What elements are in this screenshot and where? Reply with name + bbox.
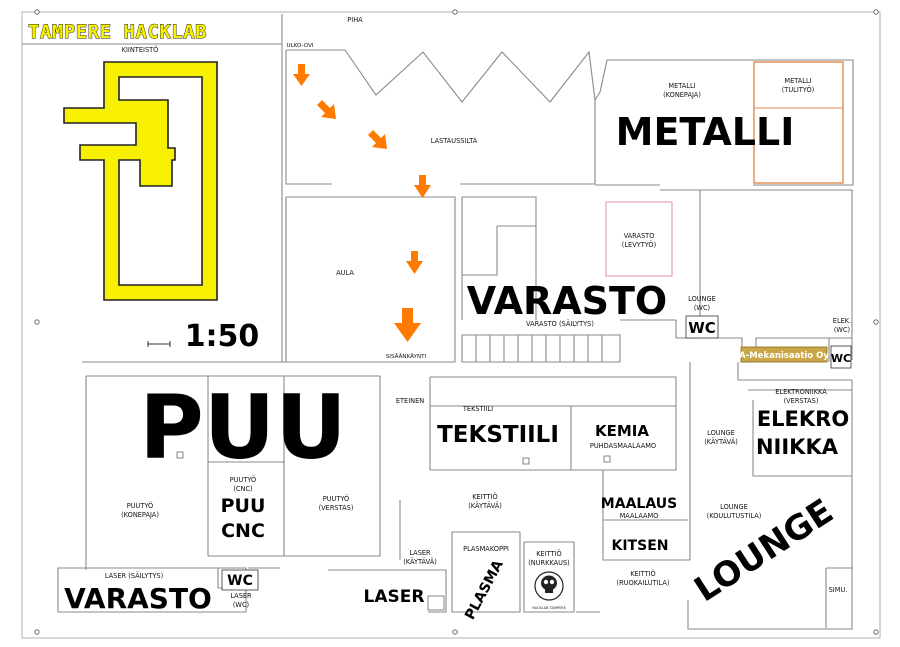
room-label: PUUTYÖ xyxy=(323,494,350,503)
tulityo-room-outline xyxy=(753,61,844,184)
room-label: MAALAAMO xyxy=(620,512,659,520)
arrow-down-icon xyxy=(406,251,423,274)
room-label: LASTAUSSILTA xyxy=(431,137,478,145)
levytyo-room-outline xyxy=(605,201,673,277)
fixture xyxy=(176,451,184,459)
room-label: (LEVYTYÖ) xyxy=(622,240,656,249)
room-label: (WC) xyxy=(233,601,249,609)
company-sign-text: A-Mekanisaatio Oy xyxy=(739,351,829,361)
room-label: KIINTEISTÖ xyxy=(122,45,159,54)
room-label: (KÄYTÄVÄ) xyxy=(704,437,738,446)
room-label: (KONEPAJA) xyxy=(663,91,701,99)
scale-bar-icon xyxy=(147,341,171,347)
room-label: (KÄYTÄVÄ) xyxy=(468,501,502,510)
big-label-varasto: VARASTO xyxy=(467,279,668,323)
room-label: VARASTO (SÄILYTYS) xyxy=(526,319,594,328)
room-label: ELEKTRONIIKKA xyxy=(775,388,827,396)
room-label: TEKSTIILI xyxy=(462,405,493,413)
room-label: AULA xyxy=(336,269,354,277)
fixture xyxy=(427,595,445,611)
big-label-laser: LASER xyxy=(364,587,425,607)
room-label: SIMU. xyxy=(829,586,848,594)
room-label: METALLI xyxy=(668,82,695,90)
wc-label: WC xyxy=(688,319,716,337)
arrow-down-icon xyxy=(394,308,421,342)
big-label-kitsen: KITSEN xyxy=(612,538,669,554)
room-label: KEITTIÖ xyxy=(630,569,656,578)
wc-badge-lounge: WC xyxy=(685,315,719,339)
room-label: ULKO-OVI xyxy=(286,43,313,49)
big-label-metalli: METALLI xyxy=(616,110,795,154)
room-label: ELEK. xyxy=(833,317,851,325)
registration-dots xyxy=(34,9,879,635)
arrow-down-icon xyxy=(293,64,310,86)
room-label: (WC) xyxy=(694,304,710,312)
walls xyxy=(22,14,854,630)
hacklab-logo-icon xyxy=(63,61,218,301)
big-label-niikka: NIIKKA xyxy=(756,435,839,459)
room-label: KEITTIÖ xyxy=(536,549,562,558)
room-label: PIHA xyxy=(347,16,363,24)
room-label: SISÄÄNKÄYNTI xyxy=(386,353,427,360)
room-label: KEITTIÖ xyxy=(472,492,498,501)
room-label: (KOULUTUSTILA) xyxy=(707,512,762,520)
room-label: LASER xyxy=(409,549,431,557)
room-label: (NURKKAUS) xyxy=(528,559,570,567)
wc-badge-elek: WC xyxy=(830,345,852,369)
room-label: LASER xyxy=(230,592,252,600)
big-room-labels: 1:50 METALLI VARASTO WC A-Mekanisaatio O… xyxy=(64,110,852,623)
fixture xyxy=(603,455,611,463)
big-label-elekro: ELEKRO xyxy=(757,407,849,431)
big-label-puu: PUU xyxy=(139,376,346,479)
big-label-puu-cnc: PUU xyxy=(221,495,266,517)
wc-badge-laser: WC xyxy=(221,569,259,591)
big-label-cnc: CNC xyxy=(221,520,265,542)
fixture xyxy=(522,457,530,465)
skull-logo-icon: HACKLAB TAMPERE xyxy=(532,571,566,610)
site-title: TAMPERE HACKLAB xyxy=(28,21,207,43)
room-label: VARASTO xyxy=(624,232,655,240)
room-labels: KIINTEISTÖ PIHA ULKO-OVI LASTAUSSILTA ME… xyxy=(105,16,851,609)
big-label-maalaus: MAALAUS xyxy=(601,496,677,512)
room-label: LOUNGE xyxy=(707,429,735,437)
wc-label: WC xyxy=(227,573,253,589)
room-label: PUUTYÖ xyxy=(127,501,154,510)
arrow-diagonal-icon xyxy=(368,130,387,149)
room-label: PUHDASMAALAAMO xyxy=(590,442,656,450)
room-label: LOUNGE xyxy=(720,503,748,511)
room-label: PLASMAKOPPI xyxy=(463,545,509,553)
room-label: LASER (SÄILYTYS) xyxy=(105,571,163,580)
room-label: (KONEPAJA) xyxy=(121,511,159,519)
arrow-down-icon xyxy=(414,175,431,198)
room-label: ETEINEN xyxy=(396,397,424,405)
room-label: (KÄYTÄVÄ) xyxy=(403,557,437,566)
skull-logo-caption: HACKLAB TAMPERE xyxy=(532,606,566,610)
room-label: (RUOKAILUTILA) xyxy=(617,579,670,587)
big-label-varasto-bottom: VARASTO xyxy=(64,582,212,615)
room-label: (VERSTAS) xyxy=(319,504,354,512)
arrow-diagonal-icon xyxy=(317,100,336,119)
room-label: (VERSTAS) xyxy=(784,397,819,405)
room-label: PUUTYÖ xyxy=(230,475,257,484)
big-label-tekstiili: TEKSTIILI xyxy=(437,422,559,448)
wc-label: WC xyxy=(831,352,851,365)
room-label: (CNC) xyxy=(233,485,252,493)
room-label: LOUNGE xyxy=(688,295,716,303)
room-label: METALLI xyxy=(784,77,811,85)
scale-label: 1:50 xyxy=(185,319,260,354)
company-sign: A-Mekanisaatio Oy xyxy=(739,346,829,363)
big-label-kemia: KEMIA xyxy=(595,422,649,440)
room-label: (TULITYÖ) xyxy=(782,85,815,94)
entrance-route-arrows xyxy=(293,64,431,342)
room-label: (WC) xyxy=(834,326,850,334)
